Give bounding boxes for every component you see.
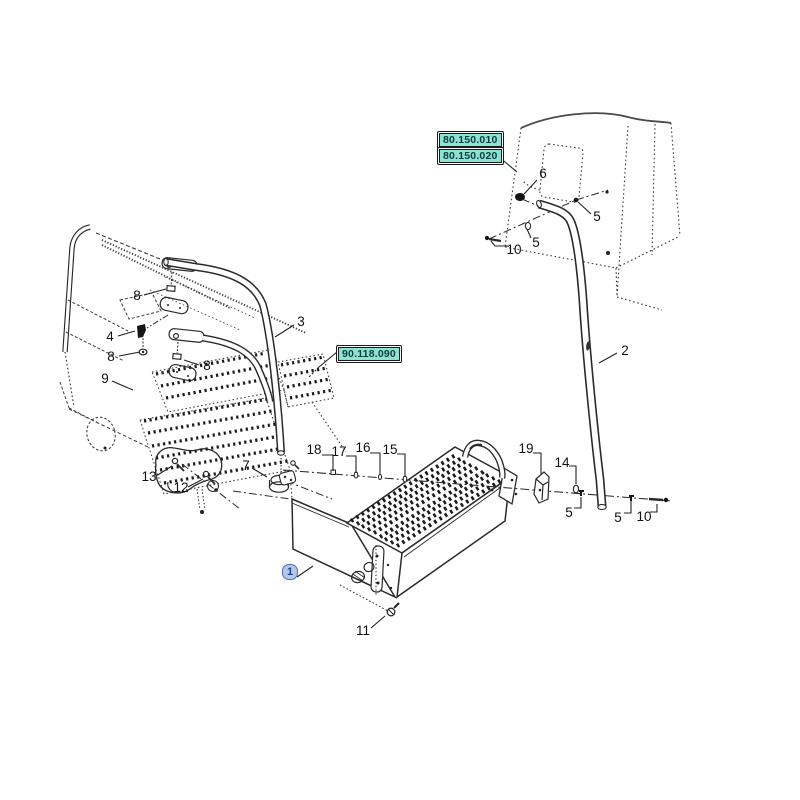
handrail-3 — [163, 257, 285, 456]
callout-part-17[interactable]: 17 — [331, 444, 347, 459]
callout-part-7[interactable]: 7 — [242, 458, 250, 473]
machine-body — [59, 224, 347, 499]
bolt-part-13 — [171, 457, 185, 472]
callout-part-1-selected[interactable]: 1 — [281, 564, 299, 580]
washer-part-14 — [572, 484, 580, 494]
stud-part-5 — [579, 490, 584, 496]
callout-part-5[interactable]: 5 — [565, 505, 573, 520]
ref-box-90-118-090[interactable]: 90.118.090 — [336, 345, 402, 363]
handrail-2 — [536, 199, 607, 511]
step-left-wing — [291, 497, 397, 599]
step-riser — [396, 475, 511, 599]
cab-outline — [484, 112, 681, 311]
ref-box-80-150-020[interactable]: 80.150.020 — [437, 147, 504, 165]
ref-box-label: 90.118.090 — [338, 347, 400, 361]
callout-part-2[interactable]: 2 — [621, 343, 629, 358]
callout-part-19[interactable]: 19 — [518, 441, 534, 456]
callout-part-9[interactable]: 9 — [101, 371, 109, 386]
bolt-part-11 — [386, 602, 400, 617]
handle-pedestals — [137, 257, 205, 382]
step-hole — [363, 561, 375, 573]
callout-part-3[interactable]: 3 — [297, 314, 305, 329]
callout-part-15[interactable]: 15 — [382, 442, 398, 457]
cab-rivet — [606, 251, 610, 255]
leader-lines — [111, 156, 658, 629]
platform-tread-pattern — [143, 351, 334, 485]
washer-part-8 — [138, 348, 148, 356]
callout-part-14[interactable]: 14 — [554, 455, 570, 470]
callout-part-8[interactable]: 8 — [107, 349, 115, 364]
platform-outline — [139, 349, 347, 499]
ref-box-80-150-010[interactable]: 80.150.010 — [437, 131, 504, 149]
callout-part-4[interactable]: 4 — [106, 329, 114, 344]
cab-window — [521, 143, 584, 203]
screw-part-10 — [648, 497, 669, 503]
step-grab-handle — [461, 439, 506, 479]
ref-box-label: 80.150.010 — [439, 133, 502, 147]
bolt-part-12 — [202, 470, 216, 485]
callout-part-8[interactable]: 8 — [203, 358, 211, 373]
step-assembly — [291, 439, 518, 617]
wheel-arch — [86, 416, 116, 452]
callout-part-8[interactable]: 8 — [133, 288, 141, 303]
cab-rivet — [605, 190, 609, 194]
callout-part-6[interactable]: 6 — [539, 166, 547, 181]
callout-part-5[interactable]: 5 — [614, 510, 622, 525]
clip-part-4 — [137, 324, 146, 338]
callout-part-12[interactable]: 12 — [173, 480, 189, 495]
mount-plate — [155, 447, 333, 514]
screw-part-10 — [484, 235, 502, 243]
callout-part-18[interactable]: 18 — [306, 442, 322, 457]
callout-part-10[interactable]: 10 — [506, 242, 522, 257]
callout-part-16[interactable]: 16 — [355, 440, 371, 455]
callout-part-11[interactable]: 11 — [355, 623, 371, 638]
step-tread-pattern — [349, 452, 505, 548]
callout-part-5[interactable]: 5 — [532, 235, 540, 250]
callout-part-10[interactable]: 10 — [636, 509, 652, 524]
stud-part-5 — [629, 495, 634, 501]
callout-part-13[interactable]: 13 — [141, 469, 157, 484]
clamp-bracket-part-19 — [533, 471, 550, 504]
washer-part-5 — [524, 221, 532, 231]
callout-part-5[interactable]: 5 — [593, 209, 601, 224]
hinge-bracket — [370, 545, 385, 593]
ref-box-label: 80.150.020 — [439, 149, 502, 163]
